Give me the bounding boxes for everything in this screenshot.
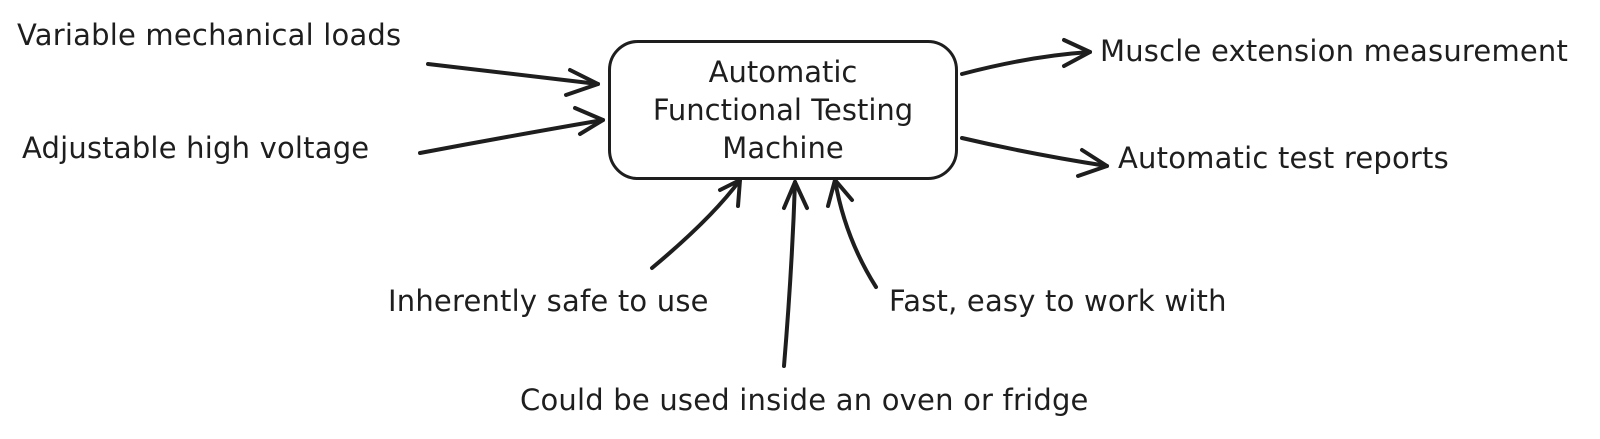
quality-fast-label: Fast, easy to work with [889, 284, 1227, 318]
quality-oven-label: Could be used inside an oven or fridge [520, 383, 1089, 417]
quality-safe-label: Inherently safe to use [388, 284, 709, 318]
arrow-high-voltage [418, 106, 605, 155]
arrow-safe [650, 178, 742, 270]
arrow-fast [826, 178, 878, 289]
center-title-line-3: Machine [722, 131, 844, 165]
input-variable-loads-label: Variable mechanical loads [17, 18, 402, 52]
center-title-line-2: Functional Testing [652, 93, 914, 127]
arrow-muscle-extension [960, 38, 1092, 76]
automatic-functional-testing-machine-box: Automatic Functional Testing Machine [608, 40, 958, 180]
output-muscle-extension-label: Muscle extension measurement [1100, 34, 1569, 68]
arrow-test-reports [960, 136, 1109, 178]
output-test-reports-label: Automatic test reports [1118, 141, 1449, 175]
arrow-oven [782, 180, 809, 368]
arrow-variable-loads [426, 62, 600, 97]
center-title-line-1: Automatic [708, 55, 858, 89]
input-high-voltage-label: Adjustable high voltage [22, 131, 370, 165]
